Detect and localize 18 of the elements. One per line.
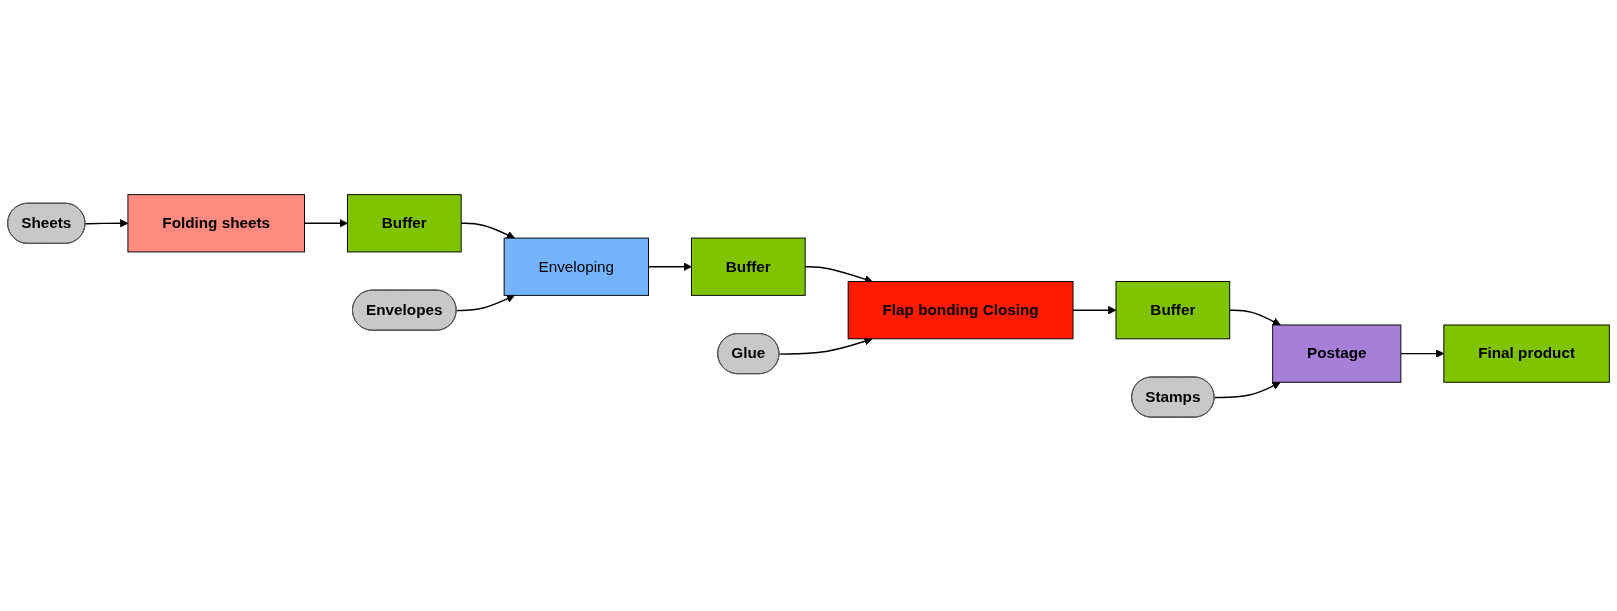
arrow bbox=[1072, 305, 1117, 314]
node-box: Postage bbox=[1272, 324, 1402, 383]
node-box: Buffer bbox=[346, 193, 462, 253]
arrow bbox=[303, 218, 348, 228]
arrow bbox=[1213, 381, 1281, 398]
arrow bbox=[1229, 309, 1281, 325]
node-box: Buffer bbox=[1115, 280, 1231, 339]
arrow bbox=[1400, 349, 1445, 358]
node-box: Flap bonding Closing bbox=[847, 280, 1074, 339]
node-box: Final product bbox=[1443, 324, 1610, 383]
arrow bbox=[84, 218, 129, 228]
node-box: Enveloping bbox=[503, 237, 649, 296]
arrow bbox=[460, 222, 515, 239]
node-box: Folding sheets bbox=[127, 193, 305, 253]
node-box: Buffer bbox=[690, 237, 806, 296]
arrow bbox=[804, 265, 873, 283]
arrow bbox=[647, 262, 692, 271]
arrow bbox=[455, 294, 515, 311]
